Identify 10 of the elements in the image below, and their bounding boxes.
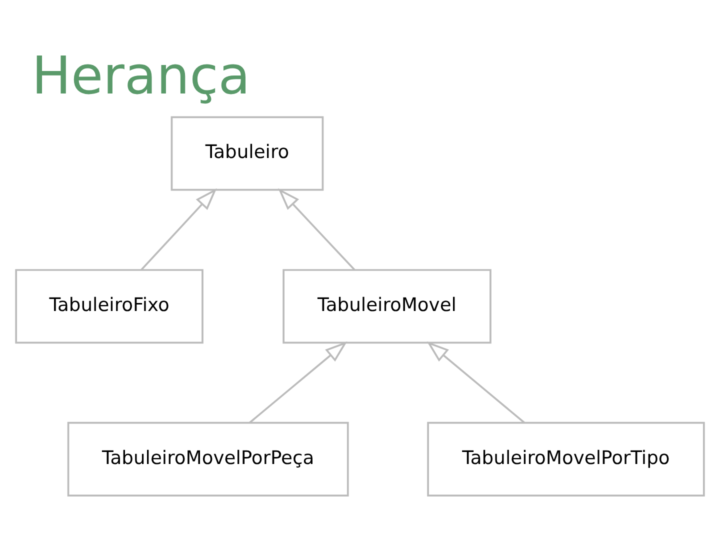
diagram-title: Herança [32,46,250,107]
arrow [278,188,356,271]
node-box: TabuleiroFixo [15,269,204,344]
node-box: TabuleiroMovel [282,269,492,344]
arrow [249,341,348,424]
node-box: TabuleiroMovelPorPeça [67,422,349,496]
node-box: TabuleiroMovelPorTipo [427,422,705,496]
node-box: Tabuleiro [170,116,324,191]
arrow [426,341,526,424]
arrow [140,188,217,271]
